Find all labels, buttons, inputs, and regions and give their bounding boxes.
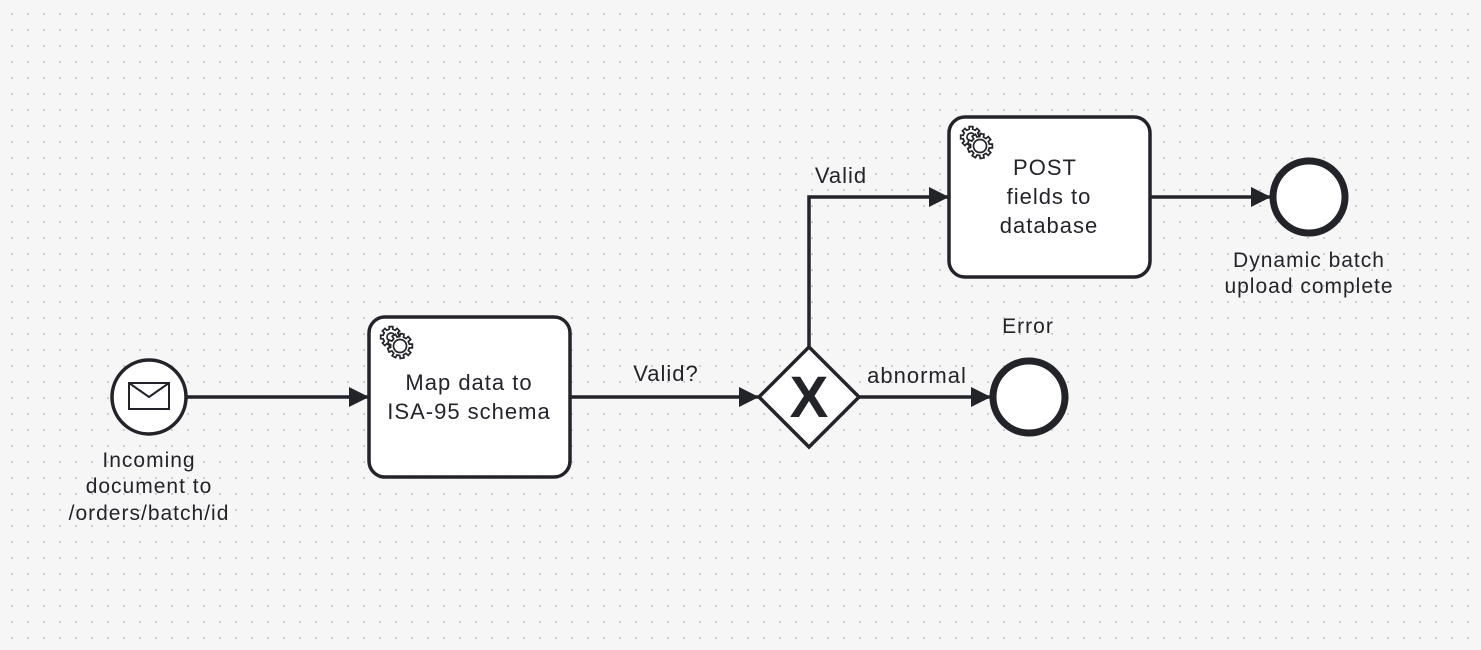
gear-icon (379, 325, 414, 360)
task-map-label-line2: ISA-95 schema (387, 399, 550, 424)
svg-text:/orders/batch/id: /orders/batch/id (69, 502, 230, 525)
end-event-error[interactable] (989, 357, 1069, 437)
svg-text:Dynamic batch: Dynamic batch (1233, 249, 1385, 272)
envelope-icon (128, 382, 170, 410)
gateway-x-marker: X (790, 365, 829, 430)
start-event-label: Incoming document to /orders/batch/id (69, 449, 230, 525)
end-success-label: Dynamic batch upload complete (1224, 249, 1393, 298)
start-message-event[interactable] (110, 358, 188, 436)
flow-label-abnormal: abnormal (867, 363, 967, 388)
exclusive-gateway[interactable]: X (756, 344, 862, 450)
flow-gateway-valid[interactable] (807, 187, 949, 347)
task-post-label-line2: fields to (1007, 184, 1092, 209)
svg-text:document to: document to (86, 475, 213, 498)
flow-label-valid-question: Valid? (633, 361, 699, 386)
end-error-label: Error (1002, 315, 1054, 338)
task-post-label-line3: database (1000, 213, 1099, 238)
task-map-data[interactable]: Map data to ISA-95 schema (367, 315, 572, 479)
task-map-label-line1: Map data to (405, 370, 532, 395)
end-event-success[interactable] (1269, 157, 1349, 237)
flow-label-valid: Valid (815, 163, 867, 188)
gear-icon (959, 125, 994, 160)
svg-text:upload complete: upload complete (1224, 275, 1393, 298)
sequence-flows (187, 187, 1271, 407)
task-post-fields[interactable]: POST fields to database (947, 115, 1152, 279)
svg-text:Incoming: Incoming (102, 449, 195, 472)
task-post-label-line1: POST (1013, 155, 1077, 180)
